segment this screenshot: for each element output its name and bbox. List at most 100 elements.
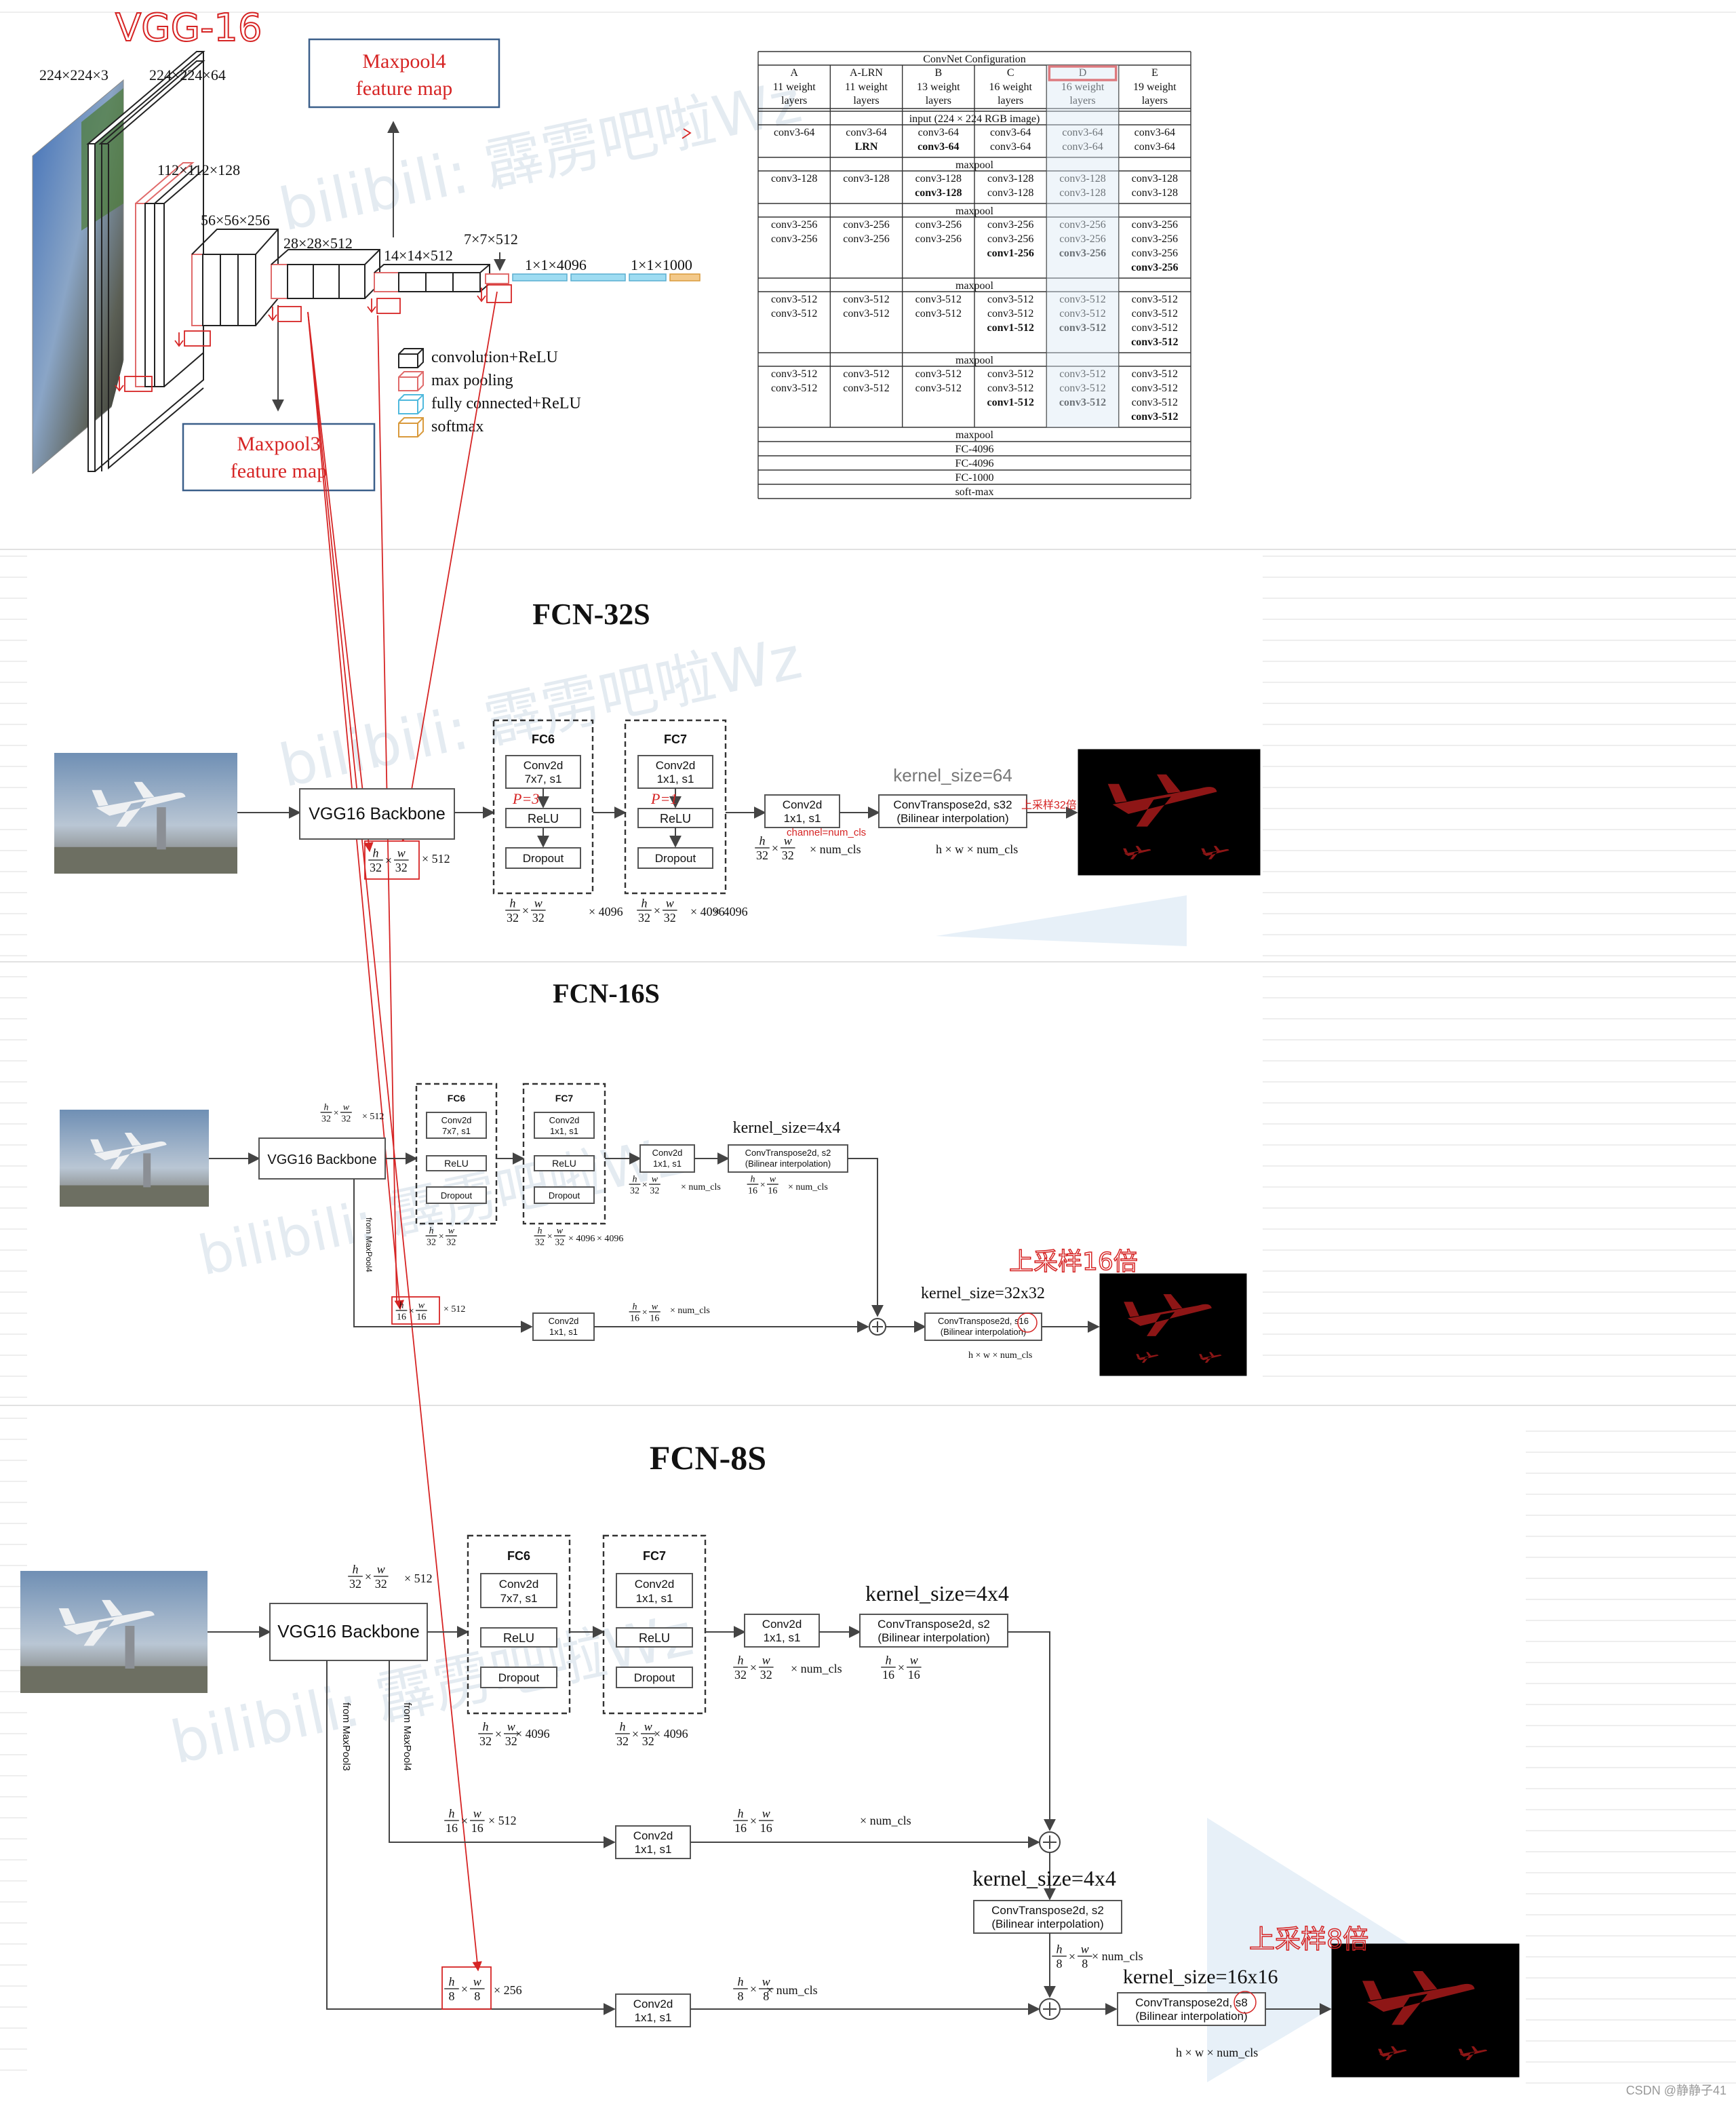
- fraction-numerator: w: [666, 897, 674, 910]
- table-column-name: A-LRN: [850, 67, 883, 79]
- times-sign: ×: [642, 1308, 648, 1318]
- table-cell: conv3-64: [1135, 141, 1175, 153]
- fcn8s-upsample3-label: (Bilinear interpolation): [1135, 2010, 1247, 2023]
- times-sign: ×: [642, 1180, 648, 1190]
- table-cell: conv3-512: [987, 308, 1033, 319]
- fcn8s-size-fc-label: × 4096: [515, 1727, 550, 1740]
- fcn8s-upsample2-box: [973, 1900, 1122, 1934]
- fraction-numerator: h: [483, 1720, 489, 1734]
- fcn8s-size-skip4-label: × 512: [488, 1814, 517, 1827]
- fcn32s-fc6-relu-label: ReLU: [528, 812, 559, 825]
- fcn32s-fc7-dropout-box: [637, 847, 713, 869]
- fcn16s-fc7-dropout-box: [534, 1186, 595, 1204]
- size-cls-label: × num_cls: [766, 1983, 818, 1997]
- footer-credit: CSDN @静静子41: [1626, 2084, 1727, 2097]
- table-cell: conv3-256: [843, 233, 889, 245]
- fcn8s-fc6-conv-box: [480, 1573, 557, 1608]
- fraction-denominator: 32: [505, 1734, 517, 1748]
- fcn32s-fc7-conv-label: Conv2d: [656, 759, 696, 772]
- table-cell: conv3-128: [1059, 173, 1105, 184]
- fcn16s-upsample1-label: (Bilinear interpolation): [745, 1159, 831, 1169]
- fcn16s-size-cls-label: × num_cls: [681, 1182, 721, 1192]
- fraction-numerator: h: [620, 1720, 626, 1734]
- table-cell: conv3-512: [1132, 308, 1178, 319]
- fcn8s-fc7-title: FC7: [643, 1549, 666, 1563]
- legend-label: fully connected+ReLU: [431, 395, 581, 412]
- fcn8s-size-backbone-label: × 512: [404, 1572, 433, 1585]
- fraction-numerator: w: [507, 1720, 515, 1734]
- fcn16s-conv-box: [639, 1144, 695, 1173]
- fcn8s-fc7-relu-label: ReLU: [639, 1631, 670, 1645]
- table-column-desc: 16 weight: [989, 81, 1032, 93]
- background-rule-lines: [0, 12, 1736, 2084]
- fcn8s-input-image: [20, 1571, 208, 1693]
- fraction-denominator: 8: [738, 1989, 744, 2003]
- fraction-numerator: h: [324, 1103, 329, 1113]
- table-cell: conv3-512: [1132, 397, 1178, 408]
- table-cell: conv3-64: [918, 141, 959, 153]
- table-column-name: D: [1079, 67, 1087, 79]
- fcn8s-skip3-size-highlight: [441, 1966, 492, 2010]
- maxpool3-feature-map-box: [182, 423, 376, 492]
- times-sign: ×: [334, 1108, 339, 1118]
- table-cell: conv3-512: [771, 383, 817, 394]
- fraction-numerator: h: [738, 1654, 744, 1667]
- fcn8s-upsample1-label: ConvTranspose2d, s2: [877, 1618, 990, 1631]
- maxpool3-label-line1: Maxpool3: [237, 433, 320, 455]
- table-cell: conv3-512: [1059, 397, 1106, 408]
- fcn32s-output-mask: [1078, 749, 1261, 876]
- times-sign: ×: [1069, 1949, 1076, 1963]
- fcn32s-conv-label: Conv2d: [783, 798, 823, 811]
- fcn32s-note-channel: channel=num_cls: [787, 827, 866, 838]
- fcn8s-fc6-relu-box: [480, 1627, 557, 1648]
- fcn16s-fc7-group: [522, 1083, 606, 1225]
- legend-swatch-fc: [398, 394, 424, 414]
- table-cell: conv3-128: [1132, 187, 1178, 199]
- fcn8s-fc6-conv-label: Conv2d: [499, 1578, 539, 1591]
- fcn8s-kernel2-label: kernel_size=4x4: [972, 1866, 1116, 1890]
- vgg-legend: convolution+ReLU max pooling fully conne…: [398, 348, 581, 437]
- fraction-denominator: 32: [341, 1114, 351, 1124]
- fcn32s-size-fc7-label: × 4096: [690, 905, 725, 918]
- fraction-numerator: h: [642, 897, 648, 910]
- table-cell: conv3-512: [843, 294, 889, 305]
- times-sign: ×: [547, 1232, 553, 1242]
- table-column-name: E: [1151, 67, 1158, 79]
- fraction-denominator: 32: [734, 1668, 747, 1681]
- table-column-desc: layers: [1142, 95, 1168, 106]
- fraction-numerator: w: [473, 1807, 481, 1821]
- legend-label: convolution+ReLU: [431, 349, 558, 366]
- times-sign: ×: [461, 1982, 468, 1996]
- column-d-highlight: [1048, 65, 1118, 81]
- fraction-numerator: w: [762, 1975, 770, 1989]
- fraction-numerator: h: [373, 846, 379, 860]
- fcn32s-fc7-dropout-label: Dropout: [655, 852, 696, 865]
- fcn16s-title: FCN-16S: [553, 978, 660, 1009]
- size-cls-label: × num_cls: [1092, 1949, 1143, 1963]
- table-column-desc: 16 weight: [1061, 81, 1105, 93]
- table-cell: conv3-128: [987, 173, 1033, 184]
- table-cell: conv3-256: [987, 233, 1033, 245]
- fcn8s-fc6-group: [467, 1534, 571, 1715]
- fcn32s-size-backbone: [364, 840, 420, 880]
- fraction-labels: h32×w32h32×w32h32×w32h32×w32h32×w32h32×w…: [320, 834, 1143, 2003]
- fcn32s-fc7-relu-box: [637, 808, 713, 828]
- table-cell: conv3-128: [771, 173, 817, 184]
- size-fc-label: × 4096: [568, 1234, 595, 1244]
- fcn16s-diagram: FCN-16S VGG16 Backbone × 512 FC6 Conv2d …: [60, 978, 1247, 1376]
- fraction-denominator: 32: [321, 1114, 331, 1124]
- fraction-denominator: 32: [642, 1734, 654, 1748]
- table-cell: conv3-256: [1059, 233, 1105, 245]
- times-sign: ×: [772, 841, 778, 855]
- fcn32s-fc6-group: [492, 719, 594, 895]
- table-tail-row: FC-4096: [955, 458, 994, 469]
- table-cell: conv3-512: [843, 308, 889, 319]
- fraction-numerator: h: [538, 1226, 542, 1237]
- column-d-shade: [1046, 65, 1119, 427]
- fraction-denominator: 8: [763, 1989, 769, 2003]
- table-cell: conv3-512: [1132, 322, 1178, 334]
- tower: [125, 1626, 135, 1669]
- table-cell: conv3-256: [915, 233, 962, 245]
- fcn16s-conv-skip-box: [532, 1312, 595, 1341]
- fraction-denominator: 8: [1057, 1957, 1063, 1970]
